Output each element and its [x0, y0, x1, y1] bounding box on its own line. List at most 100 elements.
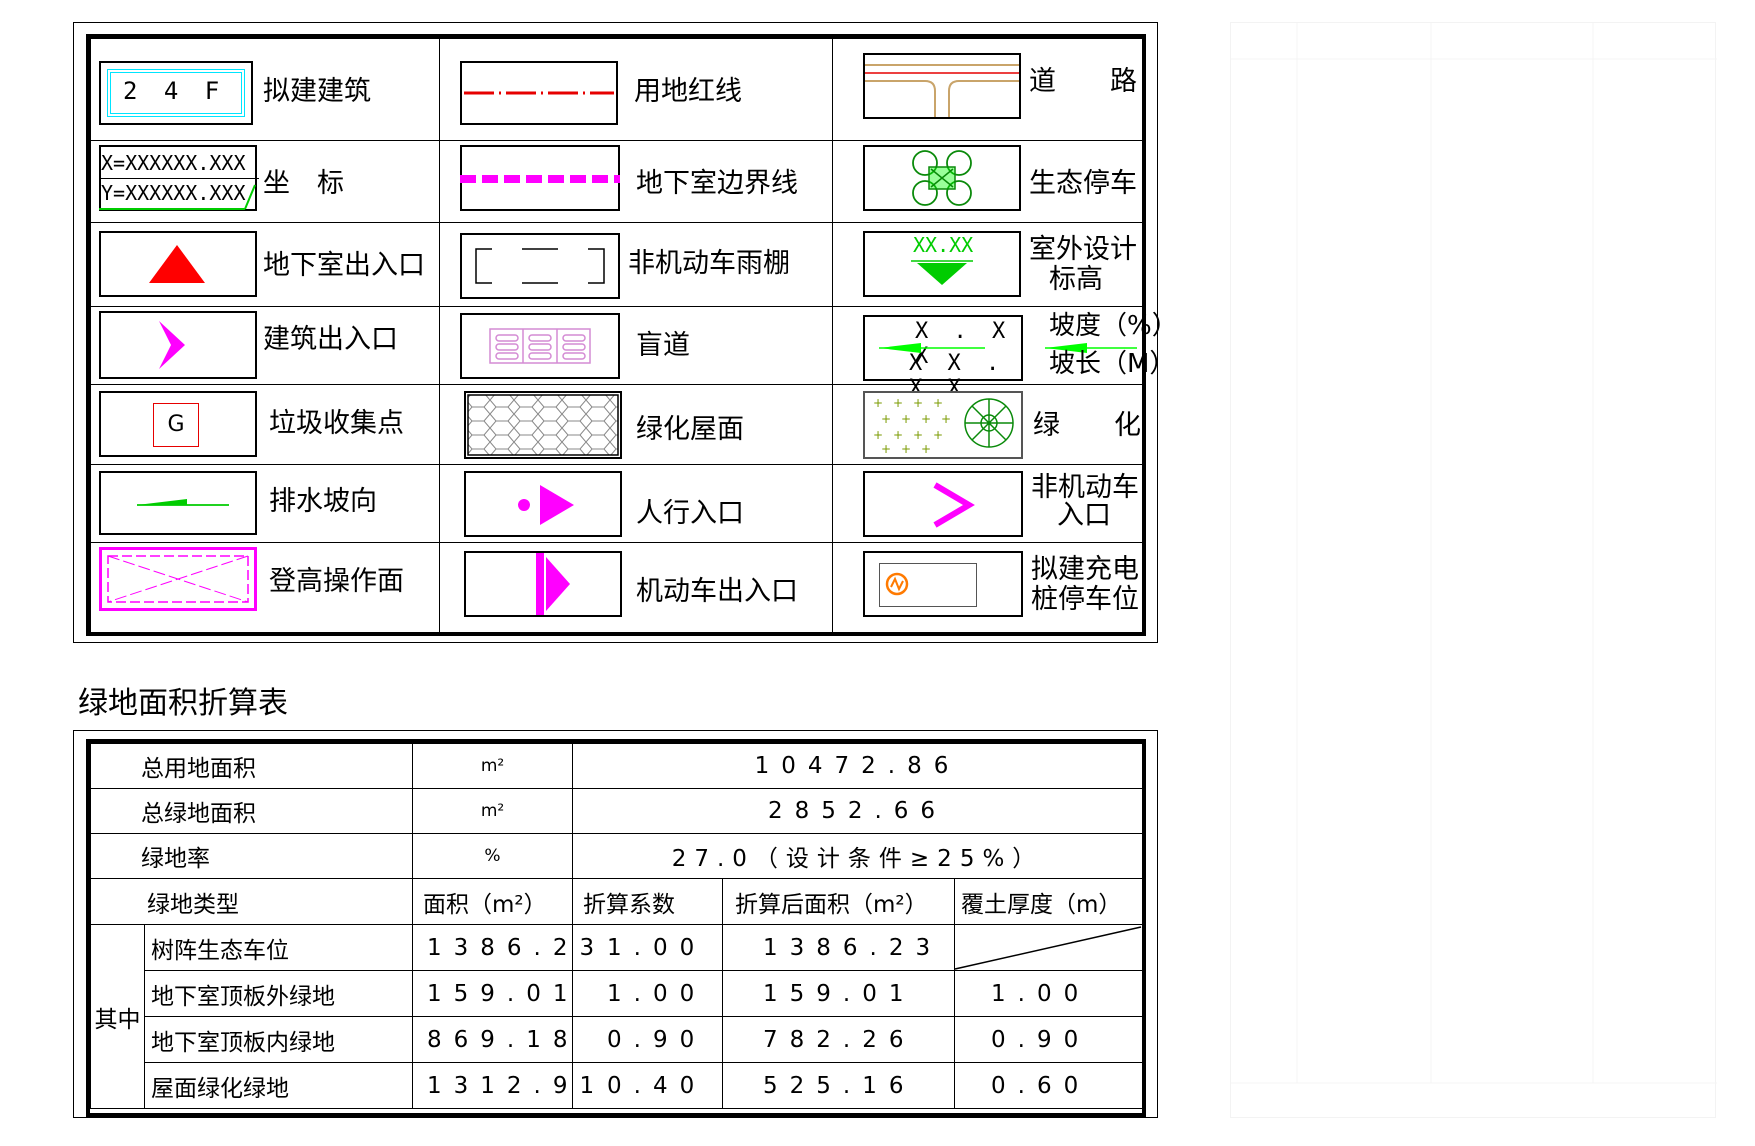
outdoor-elevation-symbol: XX.XX: [863, 231, 1021, 297]
legend-cell-basement-entrance: 地下室出入口: [90, 222, 440, 307]
legend-label-charging-parking-1: 拟建充电: [1031, 554, 1139, 585]
table-row-coef: 1.00: [572, 924, 723, 971]
row-3-converted: 782.26: [763, 1026, 916, 1053]
group-label: 其中: [94, 1006, 141, 1033]
legend-label-coordinate: 坐 标: [263, 168, 344, 199]
legend-label-garbage-point: 垃圾收集点: [269, 408, 404, 439]
legend-cell-green-roof: 绿化屋面: [439, 384, 833, 465]
legend-label-outdoor-elevation-1: 室外设计: [1029, 234, 1137, 265]
summary-unit-cell: %: [412, 833, 573, 879]
table-row-converted: 159.01: [722, 970, 955, 1017]
drainage-slope-symbol: [99, 471, 257, 535]
row-3-soil: 0.90: [991, 1026, 1091, 1053]
header-coef-cell: 折算系数: [572, 878, 723, 925]
header-type: 绿地类型: [147, 891, 239, 918]
legend-cell-charging-parking: 拟建充电 桩停车位: [832, 542, 1143, 633]
pedestrian-entrance-symbol: [464, 471, 622, 537]
basement-entrance-symbol: [99, 231, 257, 297]
faint-table-grid: [1231, 23, 1717, 1084]
row-3-type: 地下室顶板内绿地: [151, 1029, 335, 1056]
legend-label-tactile-path: 盲道: [636, 330, 690, 361]
legend-cell-site-red-line: 用地红线: [439, 38, 833, 141]
svg-text:+: +: [873, 396, 883, 410]
header-converted-cell: 折算后面积（m²）: [722, 878, 955, 925]
summary-unit-total-land: m²: [480, 756, 505, 776]
legend-cell-garbage-point: G 垃圾收集点: [90, 384, 440, 465]
garbage-point-text: G: [167, 412, 185, 437]
table-row-area: 869.18: [412, 1016, 573, 1063]
row-4-soil: 0.60: [991, 1072, 1091, 1099]
legend-label-outdoor-elevation-2: 标高: [1049, 264, 1103, 295]
header-area: 面积（m²）: [423, 891, 547, 918]
legend-cell-pedestrian-entrance: 人行入口: [439, 464, 833, 543]
legend-label-basement-boundary: 地下室边界线: [636, 168, 798, 199]
legend-label-road: 道 路: [1029, 66, 1137, 97]
legend-cell-building-entrance: 建筑出入口: [90, 306, 440, 385]
garbage-point-symbol: G: [99, 391, 257, 457]
svg-text:+: +: [901, 412, 911, 426]
group-label-cell: 其中: [90, 924, 145, 1109]
table-row-soil: 1.00: [953, 970, 1144, 1017]
road-symbol: [863, 53, 1021, 119]
legend-frame-outer: [73, 22, 1158, 643]
row-4-converted: 525.16: [763, 1072, 916, 1099]
summary-label-total-land: 总用地面积: [141, 756, 256, 782]
table-row-converted: 782.26: [722, 1016, 955, 1063]
summary-value-total-land: 10472.86: [754, 753, 961, 779]
row-2-type: 地下室顶板外绿地: [151, 983, 335, 1010]
svg-text:+: +: [933, 428, 943, 442]
svg-text:+: +: [893, 428, 903, 442]
row-1-converted: 1386.23: [763, 934, 943, 961]
legend-label-site-red-line: 用地红线: [634, 76, 742, 107]
summary-value-cell: 10472.86: [571, 743, 1144, 789]
legend-cell-outdoor-elevation: XX.XX 室外设计 标高: [832, 222, 1143, 307]
summary-value-green-ratio: 27.0（设计条件≥25%）: [671, 846, 1044, 872]
summary-value-total-green: 2852.66: [767, 798, 948, 824]
row-2-soil: 1.00: [991, 980, 1091, 1007]
legend-label-green-roof: 绿化屋面: [636, 414, 744, 445]
legend-cell-vehicle-entrance: 机动车出入口: [439, 542, 833, 633]
coordinate-x-text: X=XXXXXX.XXX: [101, 151, 246, 175]
basement-boundary-symbol: [460, 145, 620, 211]
building-entrance-symbol: [99, 311, 257, 379]
faint-coordinate-table: [1230, 22, 1717, 1118]
summary-unit-cell: m²: [412, 788, 573, 834]
bicycle-canopy-symbol: [460, 233, 620, 299]
table-row-coef: 0.90: [572, 1016, 723, 1063]
legend-cell-basement-boundary: 地下室边界线: [439, 140, 833, 223]
summary-value-cell: 2852.66: [571, 788, 1144, 834]
summary-label-total-green: 总绿地面积: [141, 801, 256, 827]
table-row-soil: 0.90: [953, 1016, 1144, 1063]
table-row-type: 屋面绿化绿地: [144, 1062, 413, 1109]
legend-cell-drainage-slope: 排水坡向: [90, 464, 440, 543]
row-2-coef: 1.00: [607, 980, 707, 1007]
legend-label-bicycle-entrance-2: 入口: [1057, 500, 1111, 531]
svg-text:+: +: [913, 396, 923, 410]
proposed-building-symbol-text: 2 4 F: [123, 77, 226, 105]
slope-symbol: X . X X X X . X X: [863, 315, 1137, 401]
legend-label-fire-operation-area: 登高操作面: [269, 566, 404, 597]
legend-cell-coordinate: X=XXXXXX.XXX Y=XXXXXX.XXX 坐 标: [90, 140, 440, 223]
svg-text:+: +: [941, 412, 951, 426]
legend-frame-inner: [86, 34, 1146, 636]
legend-cell-road: 道 路: [832, 38, 1143, 141]
eco-parking-symbol: [863, 145, 1021, 211]
header-type-cell: 绿地类型: [90, 878, 413, 925]
summary-label-cell: 绿地率: [90, 833, 413, 879]
greenery-symbol: ++++ ++++ ++++ +++: [863, 391, 1023, 459]
summary-label-cell: 总用地面积: [90, 743, 413, 789]
table-row-soil: 0.60: [953, 1062, 1144, 1109]
table-row-coef: 1.00: [572, 970, 723, 1017]
svg-text:+: +: [921, 412, 931, 426]
table-row-area: 1386.23: [412, 924, 594, 971]
summary-label-green-ratio: 绿地率: [141, 846, 210, 872]
table-row-area: 159.01: [412, 970, 573, 1017]
legend-cell-proposed-building: 2 4 F 拟建建筑: [90, 38, 440, 141]
row-2-area: 159.01: [427, 980, 580, 1007]
legend-cell-bicycle-entrance: 非机动车 入口: [832, 464, 1143, 543]
svg-text:+: +: [913, 428, 923, 442]
legend-label-eco-parking: 生态停车: [1029, 168, 1137, 199]
proposed-building-symbol: 2 4 F: [99, 61, 253, 125]
soil-diagonal-line: [954, 926, 1142, 970]
legend-cell-bicycle-canopy: 非机动车雨棚: [439, 222, 833, 307]
